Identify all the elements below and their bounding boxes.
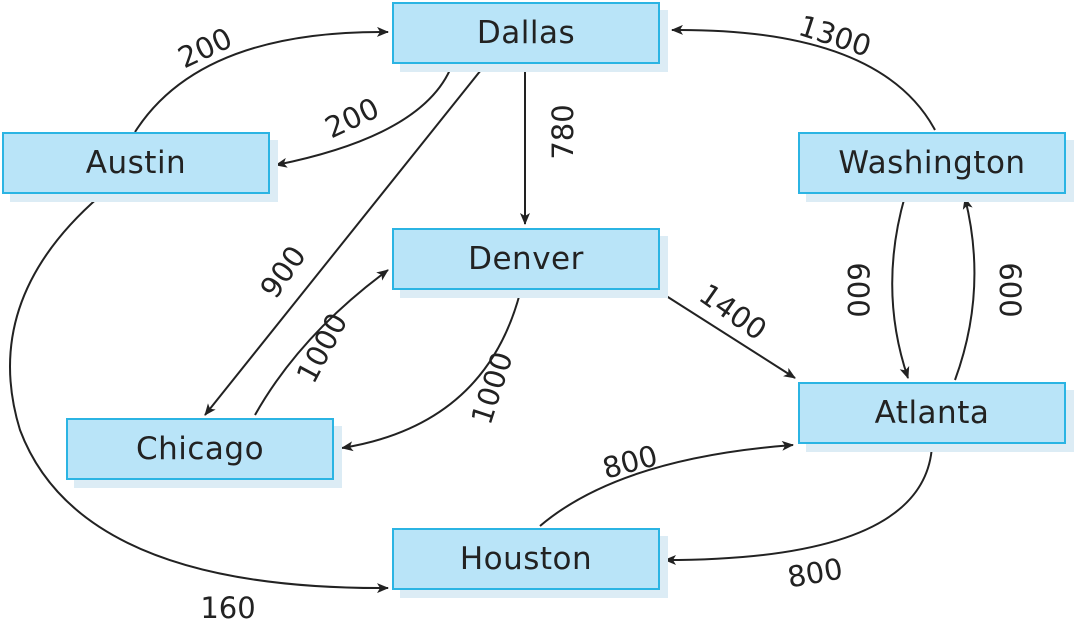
node-austin: Austin <box>2 132 270 194</box>
node-washington: Washington <box>798 132 1066 194</box>
edge-weight-label: 600 <box>841 262 875 318</box>
node-houston: Houston <box>392 528 660 590</box>
edge-weight-label: 780 <box>546 104 580 160</box>
edge-denver-to-chicago <box>341 292 521 452</box>
edge-dallas-to-austin <box>275 64 453 168</box>
node-denver: Denver <box>392 228 660 290</box>
edge-houston-to-atlanta <box>539 440 794 527</box>
edge-austin-to-houston <box>9 195 389 594</box>
edge-weight-label: 160 <box>200 591 256 625</box>
node-atlanta: Atlanta <box>798 382 1066 444</box>
edge-denver-to-atlanta <box>659 291 796 379</box>
edge-atlanta-to-washington <box>954 197 976 381</box>
edge-washington-to-atlanta <box>891 195 910 379</box>
edge-austin-to-dallas <box>134 26 389 133</box>
edge-atlanta-to-houston <box>664 445 933 565</box>
edge-chicago-to-denver <box>254 269 389 416</box>
edge-dallas-to-chicago <box>204 64 486 416</box>
node-chicago: Chicago <box>66 418 334 480</box>
edge-weight-label: 600 <box>993 262 1027 318</box>
node-dallas: Dallas <box>392 2 660 64</box>
edge-washington-to-dallas <box>671 24 936 131</box>
